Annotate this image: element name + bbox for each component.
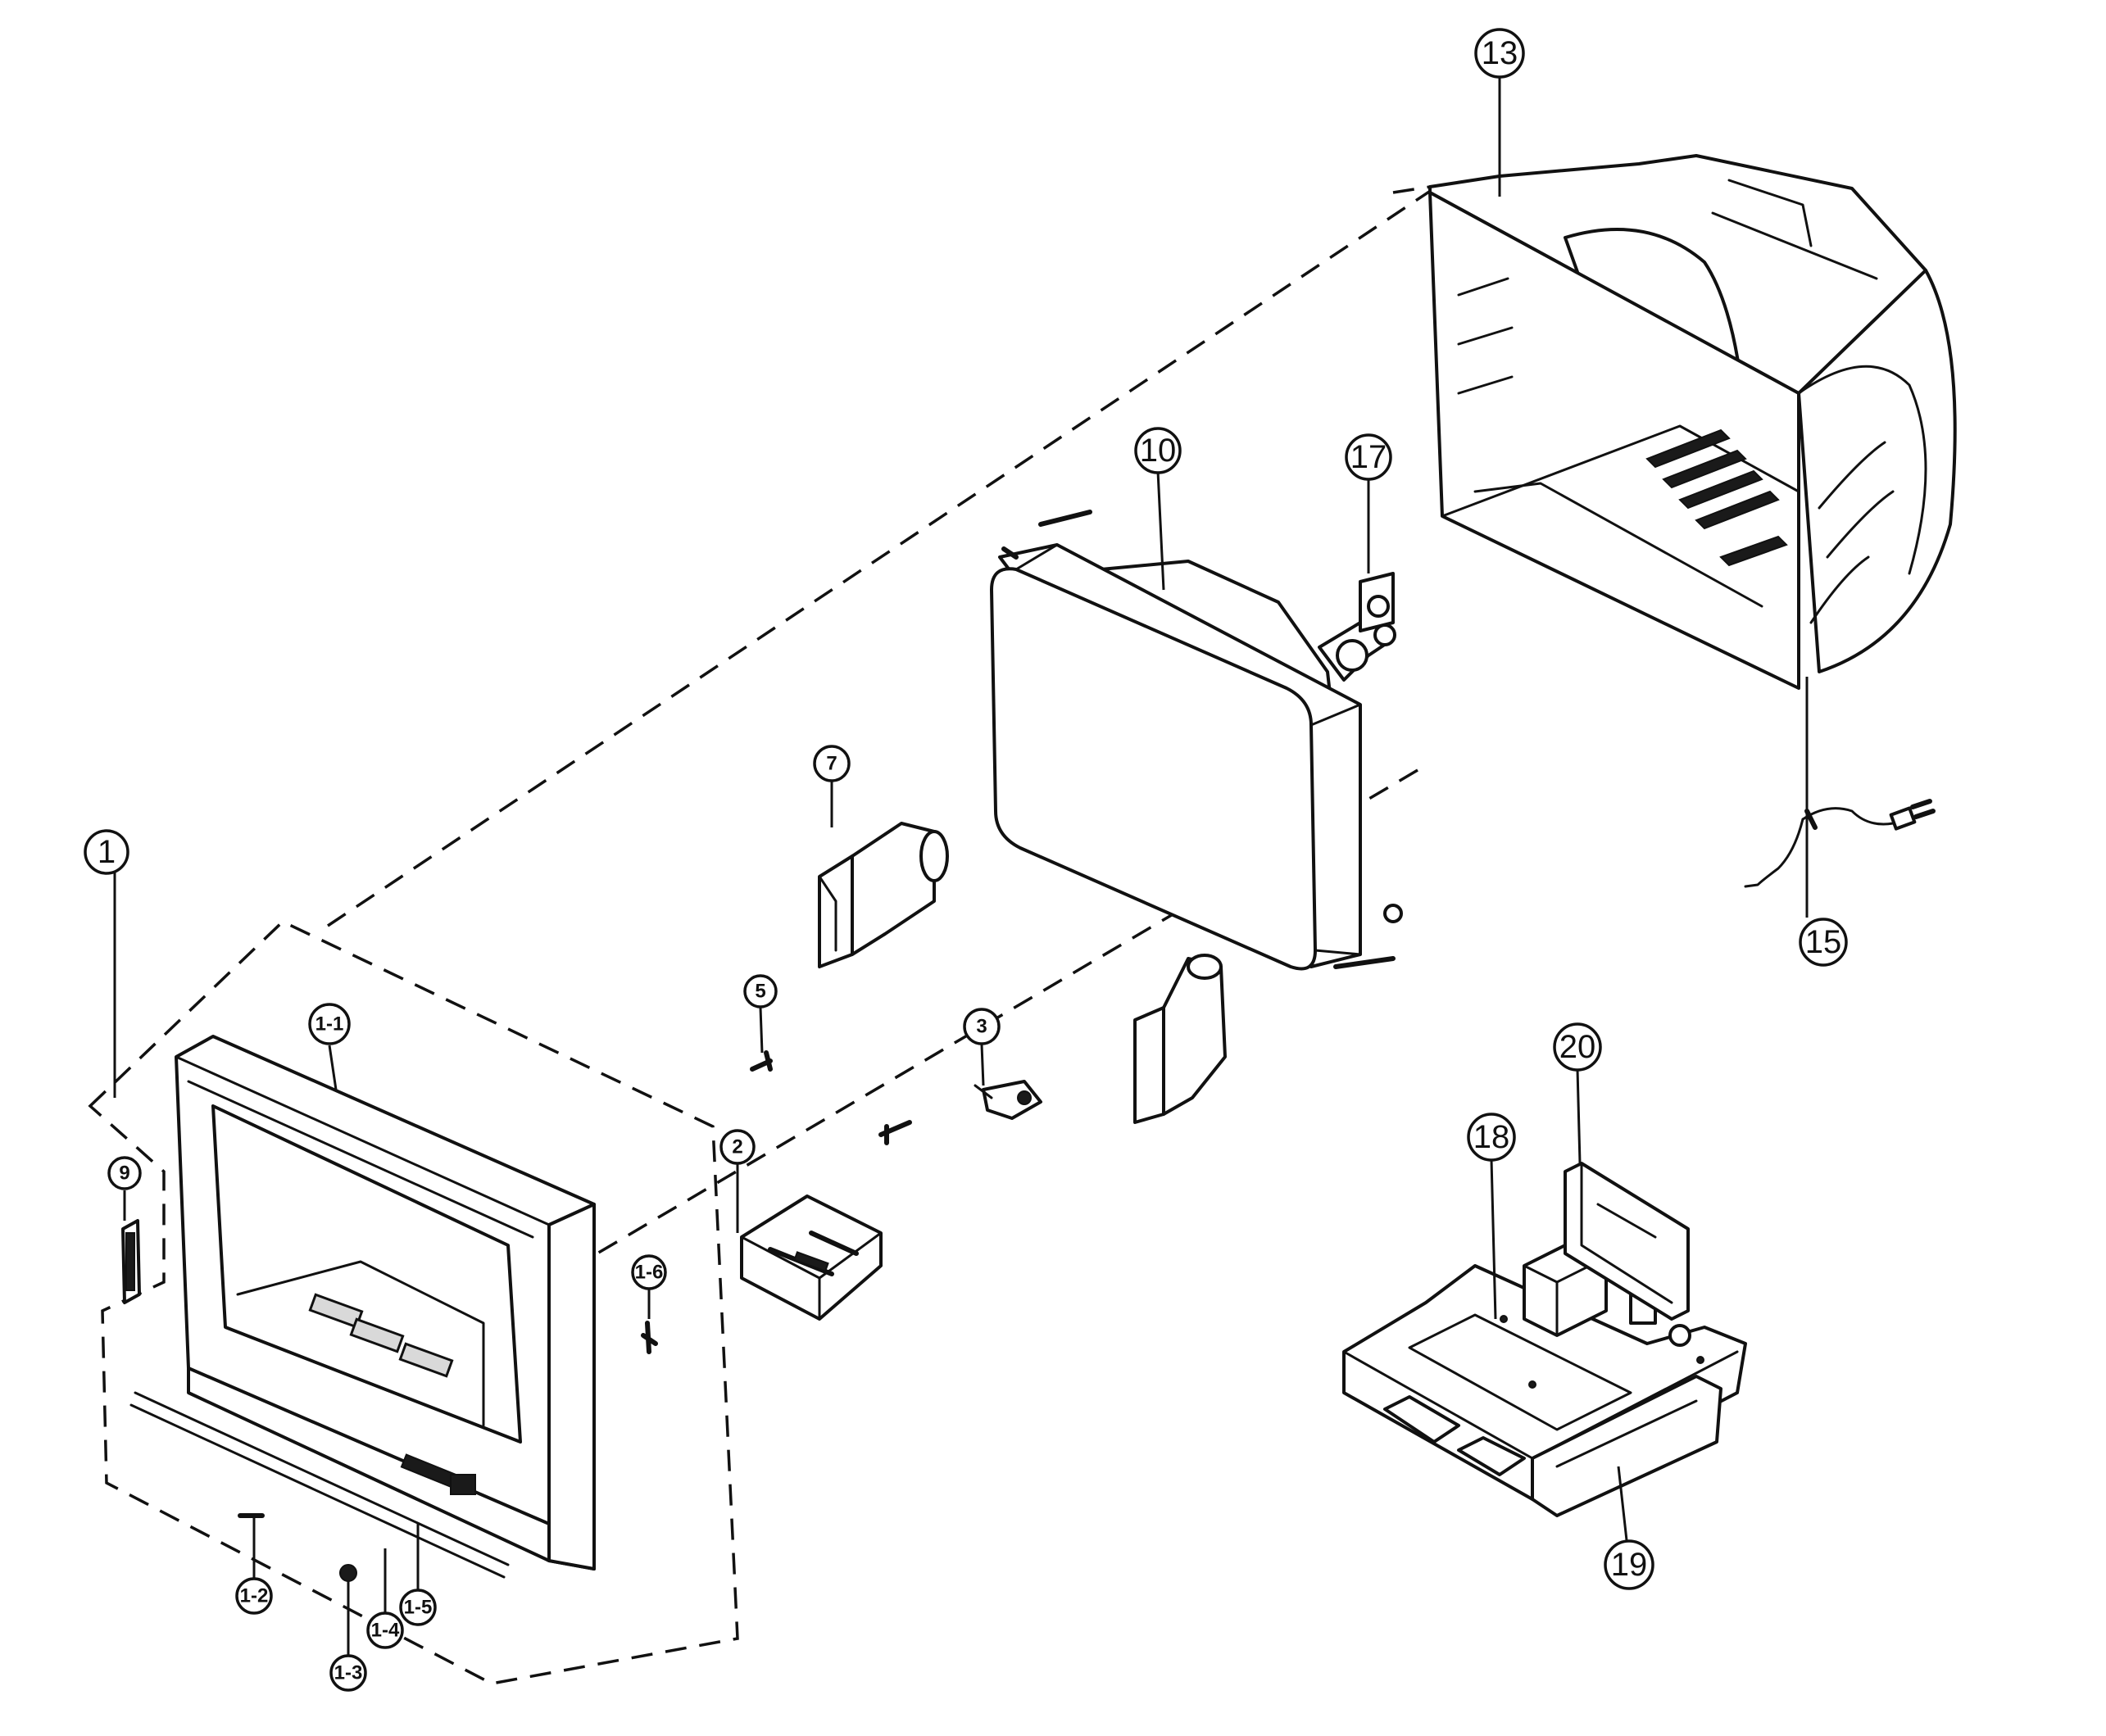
leader-lines (113, 78, 1809, 1655)
knob-1-3 (339, 1564, 357, 1582)
bracket-1-6 (641, 1321, 658, 1354)
back-cover (1428, 154, 1957, 690)
callout-7: 7 (813, 745, 851, 782)
callout-20-label: 20 (1559, 1029, 1596, 1065)
power-cord (1744, 799, 1936, 888)
callout-3-label: 3 (976, 1016, 987, 1038)
callout-1-label: 1 (98, 834, 116, 870)
callout-2-label: 2 (732, 1136, 742, 1158)
callout-1-2-label: 1-2 (240, 1585, 269, 1607)
callout-2: 2 (719, 1129, 756, 1165)
callout-1-4-label: 1-4 (371, 1620, 400, 1642)
vertical-board-20 (1564, 1162, 1690, 1321)
callout-13-label: 13 (1482, 35, 1518, 71)
callout-9: 9 (107, 1156, 142, 1190)
clip-5 (750, 1050, 773, 1072)
callout-17-label: 17 (1350, 439, 1387, 475)
callout-17: 17 (1345, 433, 1392, 481)
callout-7-label: 7 (826, 753, 837, 775)
crt-socket-board (1359, 572, 1395, 632)
small-connector (878, 1120, 912, 1145)
side-jack-panel (121, 1219, 141, 1304)
main-chassis-board (1342, 1240, 1747, 1501)
bracket-3 (974, 1080, 1042, 1120)
callout-13: 13 (1474, 28, 1525, 79)
callout-15: 15 (1799, 918, 1848, 967)
callout-1-3-label: 1-3 (334, 1662, 363, 1684)
callout-5: 5 (743, 974, 778, 1009)
callout-9-label: 9 (119, 1163, 129, 1185)
callout-1-1: 1-1 (308, 1003, 351, 1045)
callout-18-label: 18 (1473, 1119, 1510, 1155)
callout-18: 18 (1467, 1113, 1516, 1162)
callout-1-6: 1-6 (631, 1254, 667, 1290)
picture-tube (990, 510, 1403, 971)
callout-1-1-label: 1-1 (315, 1013, 344, 1036)
callout-10-label: 10 (1140, 433, 1177, 469)
callout-1-3: 1-3 (329, 1654, 367, 1692)
callout-20: 20 (1553, 1022, 1602, 1072)
callout-3: 3 (963, 1008, 1001, 1045)
callout-1-2: 1-2 (235, 1577, 273, 1615)
callout-10: 10 (1134, 427, 1182, 474)
callout-1-4: 1-4 (366, 1611, 404, 1649)
sub-board-19 (1531, 1375, 1722, 1517)
bracket-box (740, 1194, 883, 1321)
speaker-lower (1133, 954, 1227, 1124)
speaker-upper (818, 822, 949, 968)
callout-19-label: 19 (1611, 1547, 1648, 1583)
callout-1-5-label: 1-5 (404, 1597, 433, 1619)
front-cabinet (129, 1035, 596, 1579)
callout-15-label: 15 (1805, 924, 1842, 960)
callout-1: 1 (84, 829, 129, 875)
front-cabinet-group-box (88, 919, 739, 1685)
callout-19: 19 (1604, 1539, 1654, 1590)
callout-5-label: 5 (755, 981, 765, 1003)
callout-1-5: 1-5 (399, 1589, 437, 1626)
callout-1-6-label: 1-6 (635, 1262, 664, 1284)
